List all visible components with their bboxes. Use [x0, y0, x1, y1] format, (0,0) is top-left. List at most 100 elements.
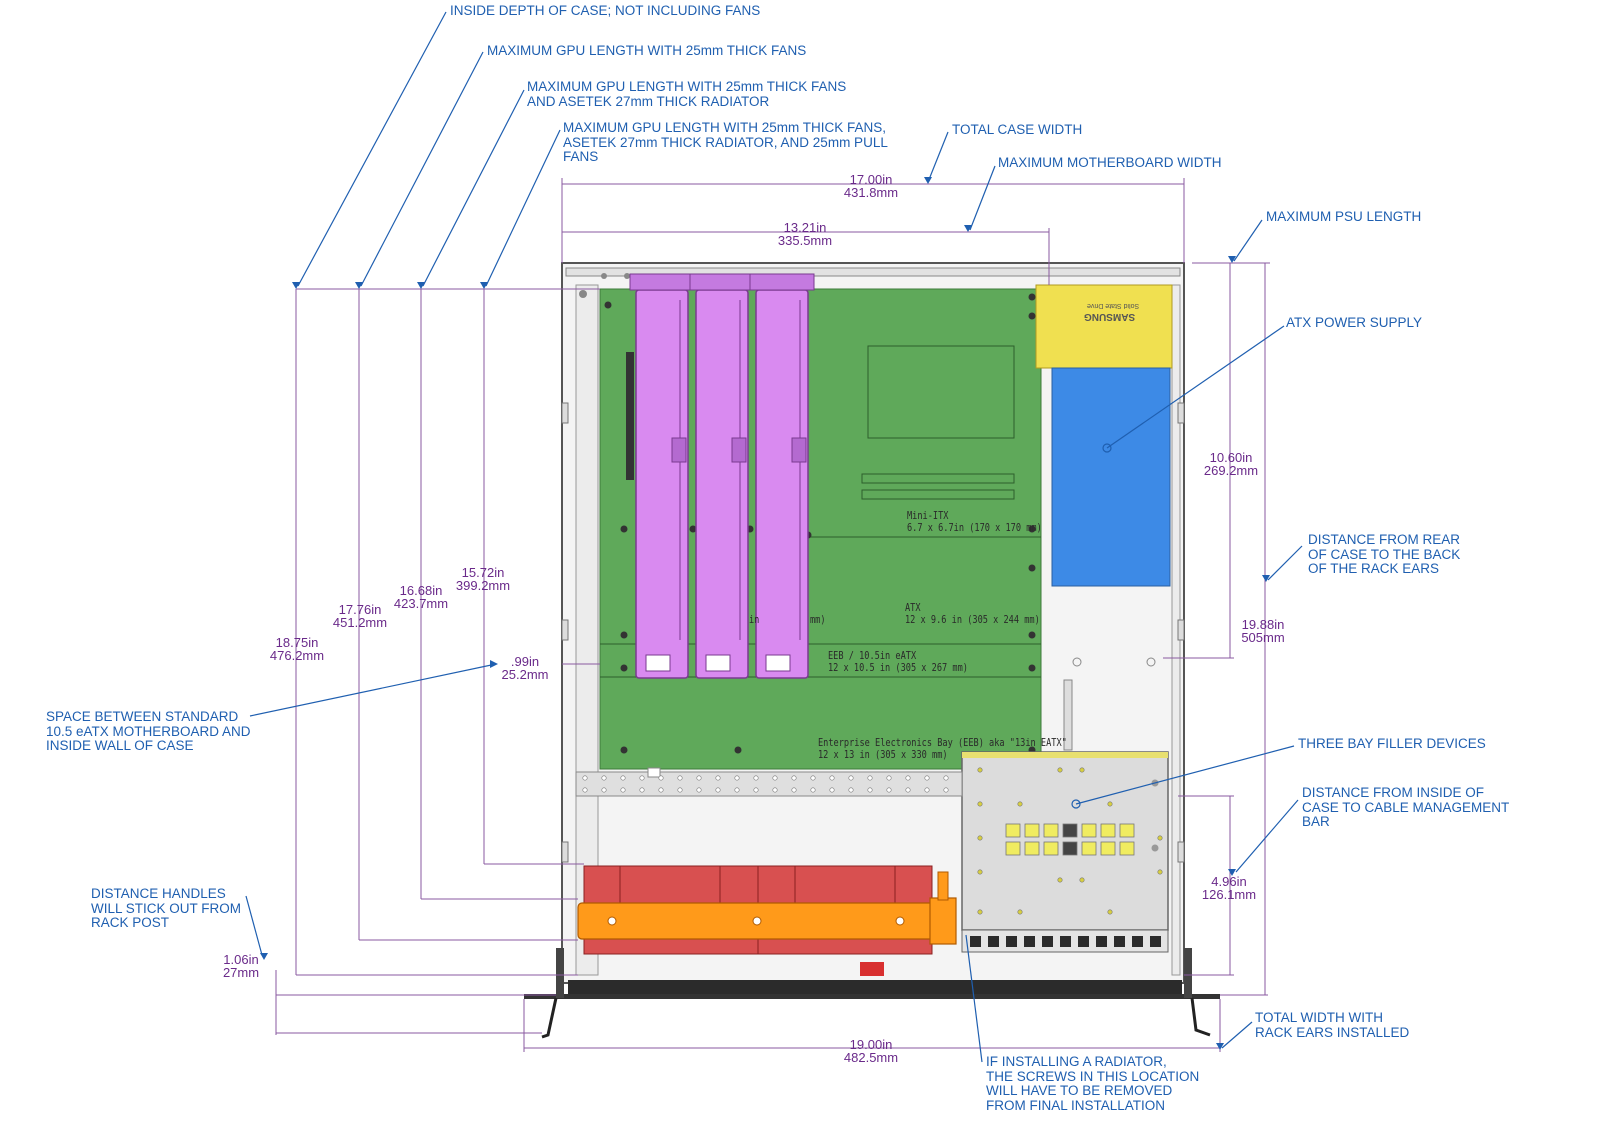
- cable-bar-hole: [772, 787, 778, 793]
- cable-bar-hole: [696, 775, 702, 781]
- bay-vent-slot: [1150, 936, 1161, 947]
- bay-filler: [961, 751, 1169, 953]
- dimension-lines: [275, 178, 1270, 1052]
- callout-cable-bar: DISTANCE FROM INSIDE OF CASE TO CABLE MA…: [1302, 785, 1510, 829]
- cable-bar-hole: [848, 787, 854, 793]
- cable-bar-hole: [943, 775, 949, 781]
- cable-bar-hole: [905, 787, 911, 793]
- callout-inside-depth: INSIDE DEPTH OF CASE; NOT INCLUDING FANS: [450, 3, 761, 18]
- cable-bar-hole: [753, 775, 759, 781]
- cable-bar-hole: [867, 775, 873, 781]
- bay-filler-square: [1005, 841, 1021, 856]
- cable-bar-hole: [601, 787, 607, 793]
- bay-rivet: [977, 801, 983, 807]
- cable-bar-hole: [924, 775, 930, 781]
- bay-vent-slot: [1114, 936, 1125, 947]
- cable-bar-hole: [715, 775, 721, 781]
- bay-vent-slot: [1132, 936, 1143, 947]
- cable-bar-hole: [639, 775, 645, 781]
- cable-bar-hole: [715, 787, 721, 793]
- cable-bar-holes: [582, 775, 949, 793]
- bay-vent-slot: [1078, 936, 1089, 947]
- cable-bar-hole: [696, 787, 702, 793]
- bay-rivet: [1157, 835, 1163, 841]
- cable-bar-hole: [943, 787, 949, 793]
- gpu-cards: [629, 273, 815, 679]
- callout-atx-psu: ATX POWER SUPPLY: [1286, 315, 1423, 330]
- cable-bar-hole: [620, 775, 626, 781]
- bay-vent-slot: [970, 936, 981, 947]
- callout-gpu-25mm-radiator-pull: MAXIMUM GPU LENGTH WITH 25mm THICK FANS,…: [563, 120, 888, 164]
- bay-rivet: [977, 767, 983, 773]
- bay-vent-slot: [988, 936, 999, 947]
- cable-bar-hole: [620, 787, 626, 793]
- bay-vent-slots: [970, 936, 1161, 947]
- bay-rivet: [1057, 877, 1063, 883]
- cable-bar-hole: [658, 787, 664, 793]
- cable-bar-hole: [810, 787, 816, 793]
- bay-rivet: [977, 835, 983, 841]
- cable-bar-hole: [905, 775, 911, 781]
- cable-bar-hole: [734, 787, 740, 793]
- label-atx-partial-mm: mm): [810, 614, 826, 626]
- cable-bar-hole: [867, 787, 873, 793]
- power-supply: [1035, 284, 1173, 751]
- bay-filler-square: [1062, 823, 1078, 838]
- bay-filler-square: [1081, 841, 1097, 856]
- bay-vent-slot: [1024, 936, 1035, 947]
- bay-filler-square: [1043, 823, 1059, 838]
- bay-rivet: [1157, 869, 1163, 875]
- cable-bar-hole: [753, 787, 759, 793]
- bay-rivet: [1017, 801, 1023, 807]
- bay-filler-square: [1119, 841, 1135, 856]
- cable-bar-hole: [582, 775, 588, 781]
- callout-max-mb-width: MAXIMUM MOTHERBOARD WIDTH: [998, 155, 1222, 170]
- label-atx-partial: in: [749, 614, 760, 626]
- leader-lines: [245, 11, 1303, 1063]
- callout-bay-filler: THREE BAY FILLER DEVICES: [1298, 736, 1486, 751]
- label-eeb-eatx: EEB / 10.5in eATX 12 x 10.5 in (305 x 26…: [828, 650, 968, 674]
- bay-filler-grid: [1005, 823, 1135, 856]
- cable-bar-hole: [810, 775, 816, 781]
- bay-vent-slot: [1060, 936, 1071, 947]
- mount-holes: [579, 273, 1036, 754]
- bay-filler-square: [1062, 841, 1078, 856]
- cable-bar-hole: [924, 787, 930, 793]
- bay-filler-square: [1119, 823, 1135, 838]
- cable-bar-hole: [734, 775, 740, 781]
- cable-bar-hole: [791, 787, 797, 793]
- callout-handles: DISTANCE HANDLES WILL STICK OUT FROM RAC…: [91, 886, 242, 930]
- cable-bar-hole: [886, 775, 892, 781]
- callout-rear-to-ears: DISTANCE FROM REAR OF CASE TO THE BACK O…: [1308, 532, 1461, 576]
- cable-management-bar: [575, 767, 963, 797]
- bay-rivet: [977, 869, 983, 875]
- cable-bar-hole: [677, 775, 683, 781]
- fans: [583, 865, 933, 955]
- bay-filler-square: [1024, 841, 1040, 856]
- bay-rivet: [1107, 909, 1113, 915]
- cable-bar-hole: [886, 787, 892, 793]
- bay-filler-square: [1024, 823, 1040, 838]
- bay-filler-square: [1081, 823, 1097, 838]
- callout-gpu-25mm: MAXIMUM GPU LENGTH WITH 25mm THICK FANS: [487, 43, 807, 58]
- ssd-brand-text: SAMSUNG: [1084, 311, 1136, 322]
- bay-filler-square: [1043, 841, 1059, 856]
- bay-rivet: [1079, 877, 1085, 883]
- label-atx: ATX 12 x 9.6 in (305 x 244 mm): [905, 602, 1040, 626]
- callout-radiator-screws: IF INSTALLING A RADIATOR, THE SCREWS IN …: [986, 1054, 1200, 1113]
- callout-max-psu-length: MAXIMUM PSU LENGTH: [1266, 209, 1422, 224]
- bay-rivet: [1017, 909, 1023, 915]
- callout-total-case-width: TOTAL CASE WIDTH: [952, 122, 1083, 137]
- label-eeb-13in: Enterprise Electronics Bay (EEB) aka "13…: [818, 737, 1067, 761]
- bay-vent-slot: [1006, 936, 1017, 947]
